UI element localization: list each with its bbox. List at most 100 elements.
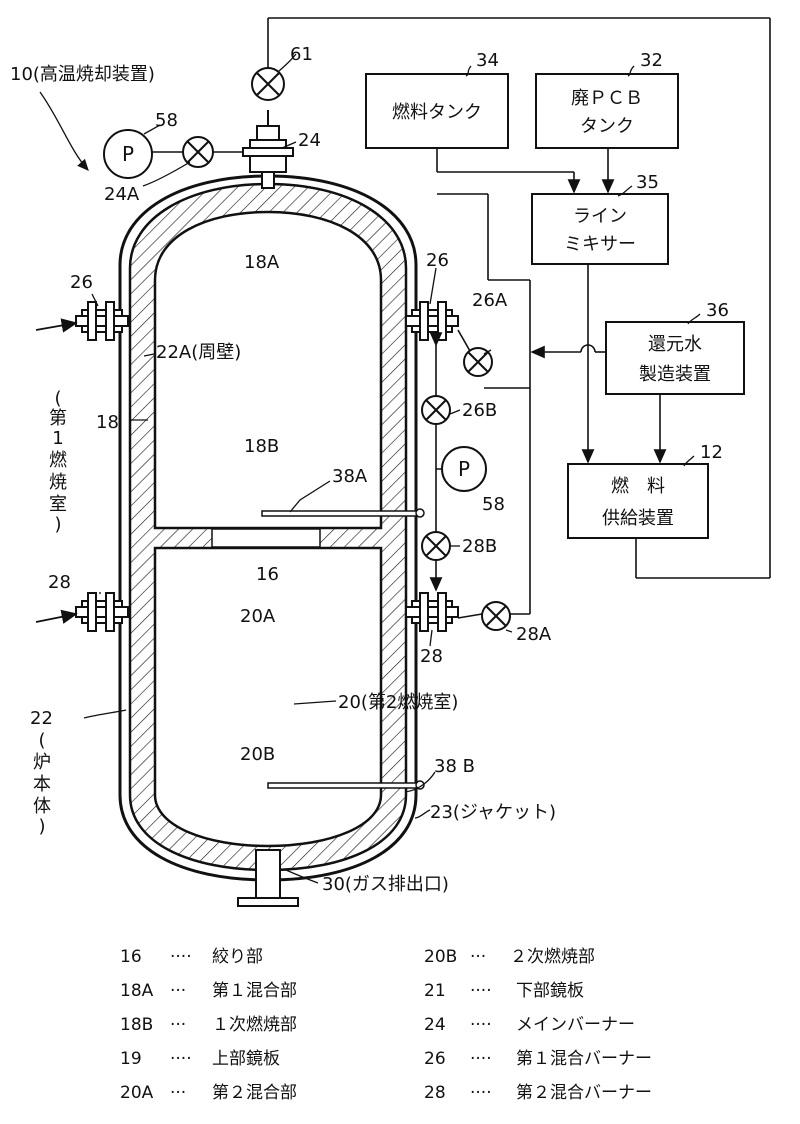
svg-text:···: ··· [470, 947, 486, 967]
svg-text:燃 料: 燃 料 [611, 476, 665, 497]
svg-text:26B: 26B [462, 400, 497, 421]
rod-38b [267, 780, 425, 790]
first-chamber-vertical-label: ( 第 1 燃 焼 室 ) [49, 388, 67, 535]
svg-text:20(第2燃焼室): 20(第2燃焼室) [338, 692, 458, 713]
svg-text:P: P [458, 457, 470, 481]
line-mixer-box: ライン ミキサー [531, 193, 669, 265]
valve-61 [251, 67, 285, 101]
reduced-water-device-box: 還元水 製造装置 [605, 321, 745, 395]
svg-text:32: 32 [640, 50, 663, 71]
pump-58-top: P [103, 129, 153, 179]
svg-text:20A: 20A [120, 1083, 154, 1103]
legend-item: 26 ···· 第１混合バーナー [424, 1049, 652, 1069]
svg-text:第２混合バーナー: 第２混合バーナー [516, 1083, 652, 1103]
legend-item: 21 ···· 下部鏡板 [424, 981, 584, 1001]
svg-text:23(ジャケット): 23(ジャケット) [430, 802, 556, 823]
rod-38a [261, 508, 425, 518]
fuel-supply-box: 燃 料 供給装置 [567, 463, 709, 539]
fuel-tank-box: 燃料タンク [365, 73, 509, 149]
gas-outlet [237, 849, 299, 907]
svg-text:焼: 焼 [49, 472, 67, 493]
svg-text:16: 16 [256, 564, 279, 585]
pcb-tank-box: 廃ＰＣＢ タンク [535, 73, 679, 149]
svg-text:第１混合部: 第１混合部 [212, 981, 297, 1001]
leader-lines [39, 53, 701, 884]
svg-text:(: ( [54, 388, 61, 409]
svg-text:体: 体 [33, 796, 51, 817]
valve-28b [421, 531, 451, 561]
svg-text:メインバーナー: メインバーナー [516, 1015, 635, 1035]
svg-text:炉: 炉 [33, 752, 51, 773]
svg-text:(: ( [38, 730, 45, 751]
svg-text:19: 19 [120, 1049, 142, 1069]
svg-text:···: ··· [170, 1015, 186, 1035]
svg-text:58: 58 [482, 494, 505, 515]
svg-text:····: ···· [470, 1083, 492, 1103]
refractory-wall [128, 182, 408, 872]
legend-item: 24 ···· メインバーナー [424, 1015, 635, 1035]
svg-text:20B: 20B [240, 744, 275, 765]
svg-text:38A: 38A [332, 466, 368, 487]
second-mixing-burner-right [405, 592, 459, 632]
svg-text:20B: 20B [424, 947, 457, 967]
svg-text:····: ···· [170, 1049, 192, 1069]
svg-text:···: ··· [170, 981, 186, 1001]
svg-text:38 B: 38 B [434, 756, 475, 777]
svg-text:第: 第 [49, 408, 67, 429]
svg-text:18A: 18A [244, 252, 280, 273]
svg-text:26A: 26A [472, 290, 508, 311]
svg-text:第１混合バーナー: 第１混合バーナー [516, 1049, 652, 1069]
legend-item: 18A ··· 第１混合部 [120, 981, 297, 1001]
svg-text:24A: 24A [104, 184, 140, 205]
furnace-body-vertical-label: ( 炉 本 体 ) [33, 730, 51, 837]
svg-text:58: 58 [155, 110, 178, 131]
svg-text:21: 21 [424, 981, 446, 1001]
svg-text:24: 24 [298, 130, 321, 151]
pump-58-side: P [441, 446, 487, 492]
svg-text:22: 22 [30, 708, 53, 729]
first-mixing-burner-right [405, 301, 459, 341]
svg-text:２次燃焼部: ２次燃焼部 [510, 947, 595, 967]
svg-text:30(ガス排出口): 30(ガス排出口) [322, 874, 449, 895]
svg-text:18B: 18B [244, 436, 279, 457]
svg-text:28: 28 [424, 1083, 446, 1103]
svg-text:供給装置: 供給装置 [602, 508, 674, 529]
svg-text:P: P [122, 142, 134, 166]
svg-text:廃ＰＣＢ: 廃ＰＣＢ [571, 88, 643, 109]
legend-item: 16 ···· 絞り部 [120, 947, 263, 967]
svg-text:1: 1 [52, 428, 63, 449]
legend-item: 19 ···· 上部鏡板 [120, 1049, 280, 1069]
legend-item: 18B ··· １次燃焼部 [120, 1015, 297, 1035]
svg-text:····: ···· [470, 1049, 492, 1069]
svg-text:タンク: タンク [580, 116, 634, 137]
svg-text:18B: 18B [120, 1015, 153, 1035]
valve-28a [481, 601, 511, 631]
svg-text:上部鏡板: 上部鏡板 [212, 1049, 280, 1069]
svg-text:): ) [54, 514, 61, 535]
svg-text:下部鏡板: 下部鏡板 [516, 981, 584, 1001]
svg-text:ミキサー: ミキサー [564, 234, 636, 255]
svg-text:20A: 20A [240, 606, 276, 627]
legend-item: 20A ··· 第２混合部 [120, 1083, 297, 1103]
svg-text:28B: 28B [462, 536, 497, 557]
svg-text:燃: 燃 [49, 450, 67, 471]
valve-24a [182, 136, 214, 168]
svg-text:燃料タンク: 燃料タンク [392, 102, 482, 123]
svg-text:26: 26 [424, 1049, 446, 1069]
valve-26b [421, 395, 451, 425]
legend-item: 28 ···· 第２混合バーナー [424, 1083, 652, 1103]
main-burner [242, 110, 294, 189]
svg-text:10(高温焼却装置): 10(高温焼却装置) [10, 64, 155, 85]
svg-text:ライン: ライン [573, 206, 627, 227]
svg-text:36: 36 [706, 300, 729, 321]
jacket-outline [118, 174, 418, 882]
second-mixing-burner-left [75, 592, 129, 632]
svg-text:····: ···· [170, 947, 192, 967]
svg-text:···: ··· [170, 1083, 186, 1103]
legend-item: 20B ··· ２次燃焼部 [424, 947, 595, 967]
svg-text:26: 26 [426, 250, 449, 271]
legend-right: 20B ··· ２次燃焼部 21 ···· 下部鏡板 24 ···· メインバー… [424, 947, 652, 1103]
svg-text:絞り部: 絞り部 [212, 947, 263, 967]
